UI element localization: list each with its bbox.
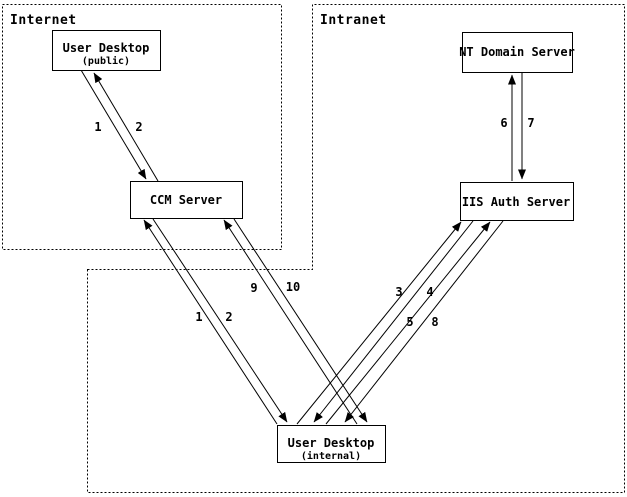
step-label-10: 10 [286,280,300,294]
step-label-4: 4 [426,285,433,299]
user-desktop-public-box [52,30,161,71]
nt-domain-server-label: NT Domain Server [459,45,575,59]
node-iis-auth-server: IIS Auth Server [460,182,574,221]
ccm-server-label: CCM Server [150,193,222,207]
nt-domain-server-box [462,32,573,73]
flow-1-internal-desktop-to-ccm-arrow [143,219,278,425]
user-desktop-internal-sublabel: (internal) [301,450,361,462]
node-nt-domain-server: NT Domain Server [459,32,575,73]
flow-arrows [80,69,526,425]
node-user-desktop-internal: User Desktop (internal) [277,425,386,463]
flow-1-public-desktop-to-ccm-arrow [80,69,147,180]
user-desktop-internal-label: User Desktop [288,436,375,450]
user-desktop-internal-box [277,425,386,463]
step-label-1-public: 1 [94,120,101,134]
internet-zone-border [2,4,282,250]
user-desktop-public-sublabel: (public) [82,55,130,67]
iis-auth-server-box [460,182,574,221]
flow-step-labels: 1 2 1 2 9 10 3 4 5 8 6 7 [94,116,534,329]
step-label-6: 6 [500,116,507,130]
intranet-zone-label: Intranet [320,13,387,28]
step-label-5: 5 [406,315,413,329]
flow-10-ccm-to-internal-desktop-arrow [233,218,368,423]
step-label-2-internal: 2 [225,310,232,324]
step-label-3: 3 [395,285,402,299]
step-label-8: 8 [431,315,438,329]
node-ccm-server: CCM Server [130,181,243,219]
step-label-2-public: 2 [135,120,142,134]
step-label-9: 9 [250,281,257,295]
intranet-zone-border [87,4,625,493]
flow-8-iis-to-internal-desktop-arrow [344,220,504,423]
ccm-server-box [130,181,243,219]
user-desktop-public-label: User Desktop [63,41,150,55]
flow-2-ccm-to-internal-desktop-arrow [152,218,288,423]
flow-3-internal-desktop-to-iis-arrow [296,221,462,425]
step-label-7: 7 [527,116,534,130]
internet-zone-label: Internet [10,13,77,28]
flow-9-internal-desktop-to-ccm-arrow [223,219,358,425]
step-label-1-internal: 1 [195,310,202,324]
node-user-desktop-public: User Desktop (public) [52,30,161,71]
flow-5-internal-desktop-to-iis-arrow [325,221,491,425]
iis-auth-server-label: IIS Auth Server [462,195,570,209]
flow-4-iis-to-internal-desktop-arrow [313,220,474,423]
flow-2-ccm-to-public-desktop-arrow [93,72,159,182]
